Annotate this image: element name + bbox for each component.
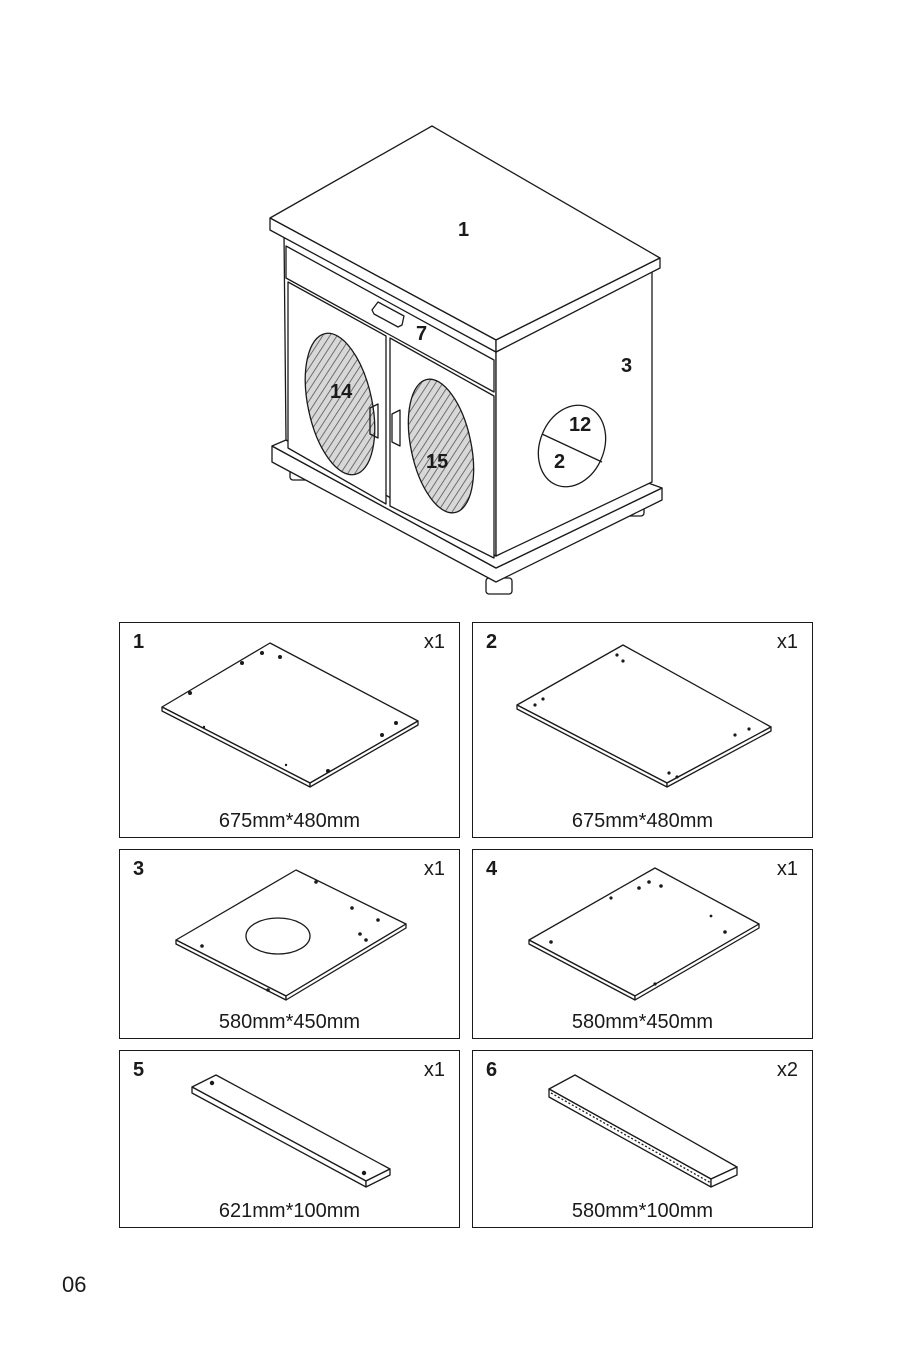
part-dimensions: 675mm*480mm — [120, 810, 459, 833]
part-panel-3: 3 x1 580mm*450mm — [119, 849, 460, 1039]
part-quantity: x1 — [424, 858, 445, 881]
assembled-cabinet-illustration: 1 7 3 14 12 15 2 — [0, 0, 914, 610]
part-number: 3 — [133, 858, 144, 881]
part-2-board-drawing — [473, 623, 814, 839]
part-dimensions: 580mm*100mm — [473, 1200, 812, 1223]
callout-1: 1 — [458, 219, 469, 241]
part-quantity: x1 — [777, 631, 798, 654]
part-dimensions: 580mm*450mm — [473, 1011, 812, 1034]
part-dimensions: 621mm*100mm — [120, 1200, 459, 1223]
part-panel-5: 5 x1 621mm*100mm — [119, 1050, 460, 1228]
callout-15: 15 — [426, 451, 448, 473]
part-quantity: x1 — [777, 858, 798, 881]
part-panel-4: 4 x1 580mm*450mm — [472, 849, 813, 1039]
part-quantity: x1 — [424, 631, 445, 654]
part-dimensions: 675mm*480mm — [473, 810, 812, 833]
part-number: 4 — [486, 858, 497, 881]
page-number: 06 — [62, 1272, 86, 1298]
part-quantity: x2 — [777, 1059, 798, 1082]
part-panel-2: 2 x1 675mm*480mm — [472, 622, 813, 838]
part-number: 6 — [486, 1059, 497, 1082]
part-number: 1 — [133, 631, 144, 654]
callout-3: 3 — [621, 355, 632, 377]
part-number: 2 — [486, 631, 497, 654]
part-panel-6: 6 x2 580mm*100mm — [472, 1050, 813, 1228]
part-1-board-drawing — [120, 623, 461, 839]
part-dimensions: 580mm*450mm — [120, 1011, 459, 1034]
callout-7: 7 — [416, 323, 427, 345]
part-quantity: x1 — [424, 1059, 445, 1082]
callout-14: 14 — [330, 381, 353, 403]
callout-12: 12 — [569, 414, 591, 436]
part-panel-1: 1 x1 675mm*480mm — [119, 622, 460, 838]
part-number: 5 — [133, 1059, 144, 1082]
callout-2: 2 — [554, 451, 565, 473]
